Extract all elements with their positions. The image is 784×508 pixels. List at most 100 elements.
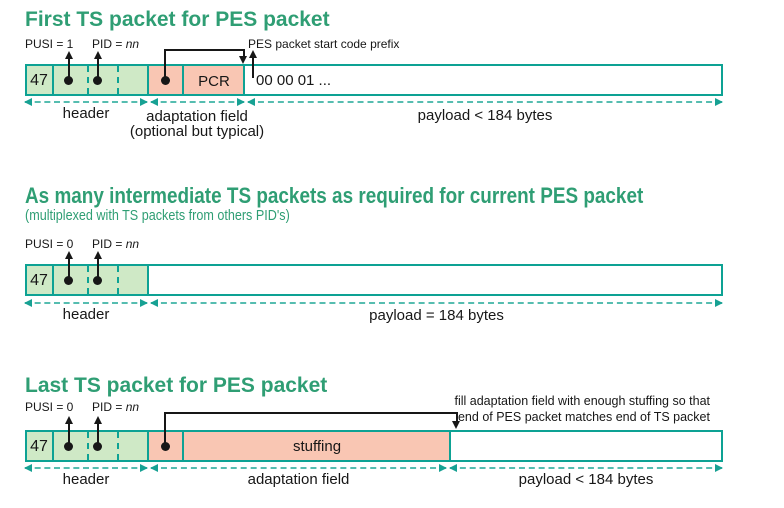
adaptation-dot — [161, 442, 170, 451]
arrowhead-left-icon — [24, 464, 32, 472]
pusi-dot — [64, 442, 73, 451]
arrowhead-left-icon — [24, 299, 32, 307]
header-dashed-divider — [117, 432, 119, 460]
pid-prefix: PID = — [92, 400, 126, 414]
pid-prefix: PID = — [92, 37, 126, 51]
pusi-dot — [64, 76, 73, 85]
sync-byte: 47 — [30, 272, 48, 289]
ts-packet-last — [25, 430, 723, 462]
header-span-label: header — [62, 471, 110, 488]
adaptation-span-arrow — [150, 464, 447, 472]
pcr-cell: PCR — [198, 73, 230, 90]
pusi-dot — [64, 276, 73, 285]
arrowhead-up-icon — [94, 251, 102, 259]
pid-value: nn — [125, 237, 140, 251]
payload-span-label: payload = 184 bytes — [369, 307, 504, 324]
arrowhead-right-icon — [715, 464, 723, 472]
payload-fill — [450, 432, 721, 460]
header-adaptation-divider — [147, 432, 149, 460]
payload-span-arrow — [449, 464, 723, 472]
header-span-arrow — [24, 98, 148, 106]
adaptation-stuffing-divider — [182, 432, 184, 460]
adaptation-fill — [148, 432, 450, 460]
pid-value: nn — [125, 37, 140, 51]
arrowhead-up-icon — [94, 416, 102, 424]
adaptation-span-label: adaptation field — [247, 471, 350, 488]
arrowhead-right-icon — [140, 98, 148, 106]
sync-byte: 47 — [30, 438, 48, 455]
adaptation-dot — [161, 76, 170, 85]
arrowhead-right-icon — [439, 464, 447, 472]
ts-packet-intermediate — [25, 264, 723, 296]
arrowhead-left-icon — [247, 98, 255, 106]
arrowhead-up-icon — [249, 50, 257, 58]
section-title-first: First TS packet for PES packet — [25, 8, 330, 31]
pid-pointer-line — [97, 57, 99, 80]
pid-label-last: PID = nn — [92, 400, 139, 414]
pid-dot — [93, 442, 102, 451]
payload-fill — [245, 66, 721, 94]
elbow-arrow-drop — [243, 49, 245, 57]
adaptation-span-arrow — [150, 98, 245, 106]
arrowhead-right-icon — [140, 464, 148, 472]
section-title-last: Last TS packet for PES packet — [25, 374, 328, 397]
pcr-payload-divider — [243, 66, 245, 94]
adaptation-span-label: adaptation field — [146, 108, 248, 125]
header-dashed-divider — [87, 66, 89, 94]
adaptation-pcr-divider — [182, 66, 184, 94]
header-dashed-divider — [87, 266, 89, 294]
arrowhead-left-icon — [150, 299, 158, 307]
adaptation-note-label: (optional but typical) — [129, 123, 265, 140]
header-span-label: header — [62, 105, 110, 122]
pusi-label-first: PUSI = 1 — [25, 37, 74, 51]
header-span-label: header — [62, 306, 110, 323]
arrowhead-up-icon — [65, 251, 73, 259]
pid-dot — [93, 276, 102, 285]
sync-divider — [52, 266, 54, 294]
payload-span-arrow — [247, 98, 723, 106]
stuffing-annotation: fill adaptation field with enough stuffi… — [390, 393, 711, 425]
stuffing-annotation-line1: fill adaptation field with enough stuffi… — [454, 394, 711, 408]
sync-byte: 47 — [30, 72, 48, 89]
arrowhead-up-icon — [94, 51, 102, 59]
elbow-arrow-vertical — [164, 49, 166, 80]
arrowhead-right-icon — [715, 98, 723, 106]
arrowhead-left-icon — [24, 98, 32, 106]
pid-prefix: PID = — [92, 237, 126, 251]
pid-label-intermediate: PID = nn — [92, 237, 139, 251]
elbow-arrow-drop — [456, 412, 458, 422]
arrowhead-left-icon — [150, 464, 158, 472]
pid-pointer-line — [97, 422, 99, 446]
stuffing-annotation-line2: end of PES packet matches end of TS pack… — [457, 410, 710, 424]
header-dashed-divider — [117, 66, 119, 94]
header-span-arrow — [24, 464, 148, 472]
stuffing-cell: stuffing — [292, 438, 342, 455]
pid-value: nn — [125, 400, 140, 414]
arrowhead-left-icon — [449, 464, 457, 472]
header-span-arrow — [24, 299, 148, 307]
pusi-label-intermediate: PUSI = 0 — [25, 237, 74, 251]
pusi-label-last: PUSI = 0 — [25, 400, 74, 414]
header-dashed-divider — [117, 266, 119, 294]
payload-span-arrow — [150, 299, 723, 307]
payload-span-label: payload < 184 bytes — [518, 471, 654, 488]
section-title-intermediate: As many intermediate TS packets as requi… — [25, 183, 644, 208]
pusi-pointer-line — [68, 257, 70, 280]
pid-label-first: PID = nn — [92, 37, 139, 51]
payload-span-label: payload < 184 bytes — [417, 107, 553, 124]
payload-start-bytes: 00 00 01 ... — [256, 72, 332, 89]
elbow-arrow-horizontal — [164, 412, 458, 414]
section-subtitle-intermediate: (multiplexed with TS packets from others… — [25, 207, 290, 224]
arrowhead-down-icon — [452, 421, 460, 429]
stuffing-payload-divider — [449, 432, 451, 460]
start-code-pointer-line — [252, 55, 254, 78]
pid-pointer-line — [97, 257, 99, 280]
elbow-arrow-horizontal — [164, 49, 245, 51]
arrowhead-down-icon — [239, 56, 247, 64]
arrowhead-up-icon — [65, 416, 73, 424]
ts-packet-first — [25, 64, 723, 96]
elbow-arrow-vertical — [164, 412, 166, 446]
header-dashed-divider — [87, 432, 89, 460]
pid-dot — [93, 76, 102, 85]
